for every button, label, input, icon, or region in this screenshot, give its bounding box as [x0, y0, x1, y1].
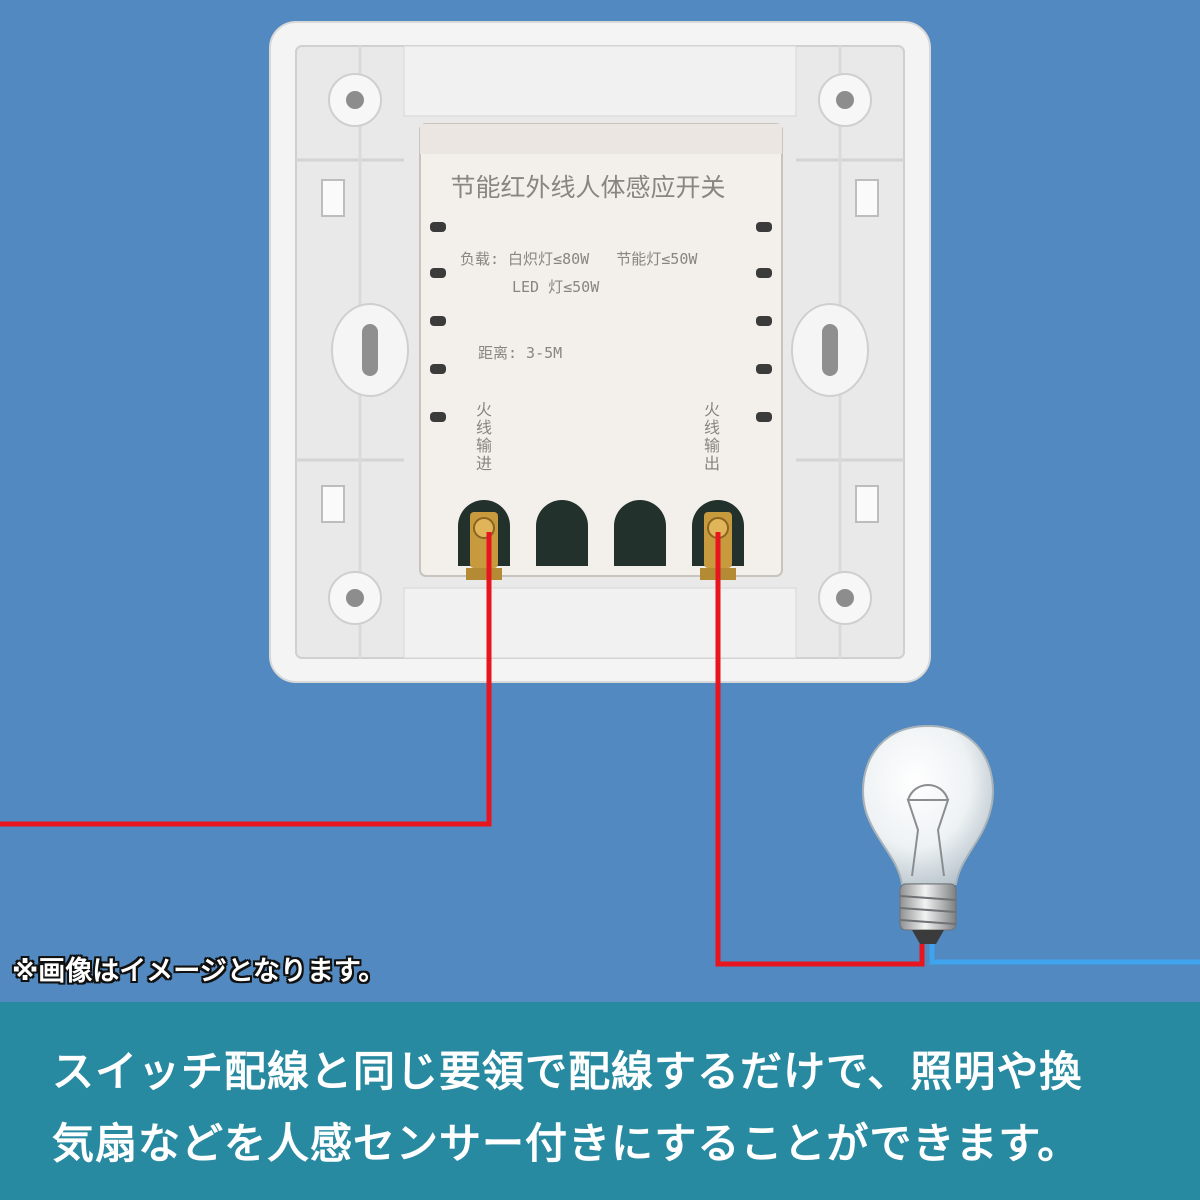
svg-text:火: 火: [704, 400, 720, 419]
module-load-rating: 负载: 白炽灯≤80W 节能灯≤50W: [460, 250, 698, 268]
caption-band: [0, 1002, 1200, 1200]
svg-text:输: 输: [704, 436, 720, 455]
module-side-notches: [430, 222, 772, 422]
module-title: 节能红外线人体感应开关: [450, 173, 725, 202]
module-distance: 距离: 3-5M: [478, 344, 562, 362]
svg-text:出: 出: [704, 454, 720, 473]
svg-text:火: 火: [476, 400, 492, 419]
clip-tab-left-lower: [321, 485, 345, 523]
wiring: [0, 532, 1200, 967]
mounting-slot-right: [791, 303, 869, 397]
caption-line-1: スイッチ配線と同じ要領で配線するだけで、照明や換: [52, 1047, 1083, 1096]
clip-tab-right-upper: [855, 179, 879, 217]
screw-hole-bottom-left: [328, 571, 382, 625]
neutral-wire: [929, 944, 1200, 965]
terminal-slot-empty-1: [536, 500, 588, 566]
image-notice: ※画像はイメージとなります。: [12, 956, 386, 987]
screw-hole-top-right: [818, 73, 872, 127]
clip-tab-right-lower: [855, 485, 879, 523]
svg-text:进: 进: [476, 454, 492, 473]
mounting-slot-left: [331, 303, 409, 397]
svg-text:输: 输: [476, 436, 492, 455]
screw-hole-bottom-right: [818, 571, 872, 625]
screw-hole-top-left: [328, 73, 382, 127]
live-wire-output: [715, 532, 925, 967]
terminal-slot-empty-2: [614, 500, 666, 566]
live-wire-input: [0, 532, 492, 827]
terminal-in-label: 火 线 输 进: [476, 400, 492, 473]
module-led-rating: LED 灯≤50W: [512, 278, 600, 296]
svg-text:线: 线: [476, 418, 492, 437]
clip-tab-left-upper: [321, 179, 345, 217]
caption-line-2: 気扇などを人感センサー付きにすることができます。: [52, 1119, 1081, 1168]
svg-text:线: 线: [704, 418, 720, 437]
sensor-module: 节能红外线人体感应开关 负载: 白炽灯≤80W 节能灯≤50W LED 灯≤50…: [419, 123, 783, 580]
light-bulb-icon: [862, 724, 994, 944]
terminal-out-label: 火 线 输 出: [704, 400, 720, 473]
